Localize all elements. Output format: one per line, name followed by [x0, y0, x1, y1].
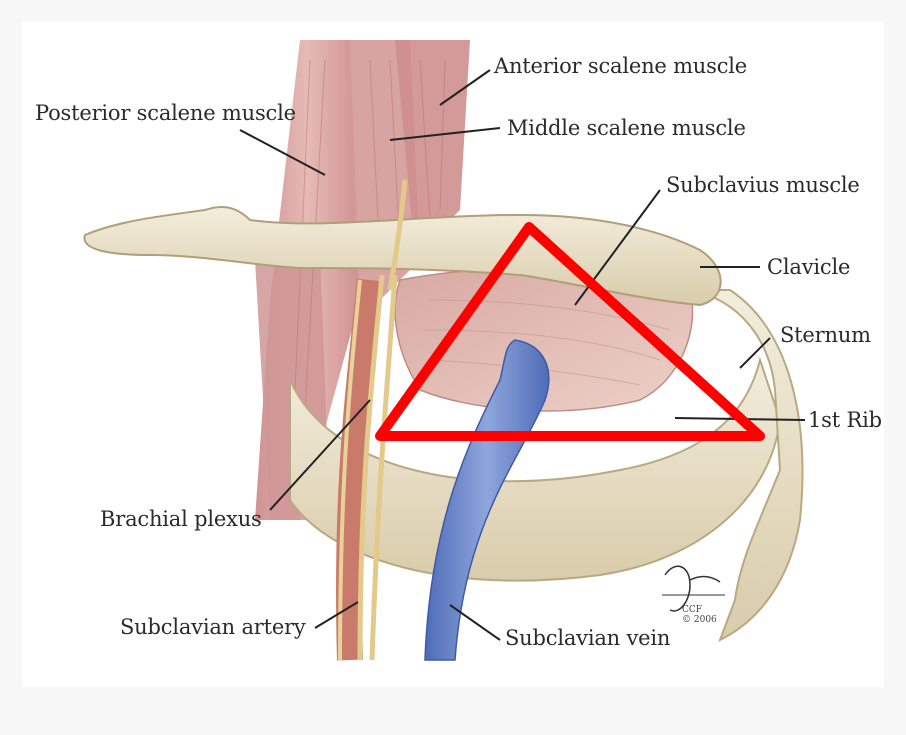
label-subclavian-vein: Subclavian vein	[505, 628, 670, 649]
label-middle-scalene: Middle scalene muscle	[507, 118, 746, 139]
signature-mark: CCF	[682, 605, 702, 615]
label-subclavian-artery: Subclavian artery	[120, 617, 306, 638]
label-posterior-scalene: Posterior scalene muscle	[35, 103, 296, 124]
signature-year: © 2006	[682, 615, 717, 625]
label-sternum: Sternum	[780, 325, 871, 346]
label-anterior-scalene: Anterior scalene muscle	[494, 56, 747, 77]
label-first-rib: 1st Rib	[808, 410, 882, 431]
label-brachial-plexus: Brachial plexus	[100, 509, 262, 530]
label-subclavius: Subclavius muscle	[666, 175, 860, 196]
bottom-strip	[22, 690, 884, 720]
label-clavicle: Clavicle	[767, 257, 850, 278]
